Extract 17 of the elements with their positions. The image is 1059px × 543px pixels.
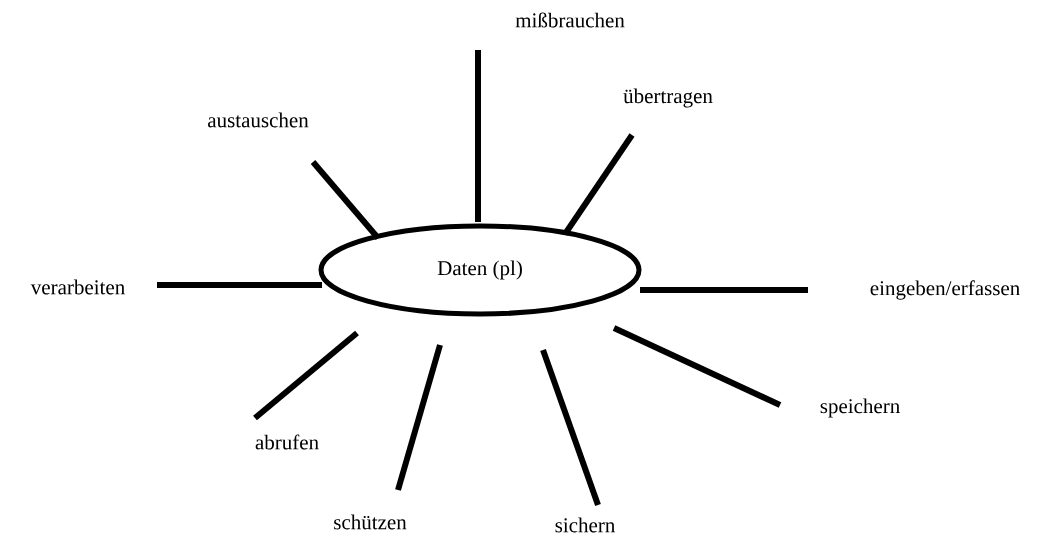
word-label: sichern — [555, 517, 615, 533]
word-label: eingeben/erfassen — [870, 280, 1020, 300]
connector-line — [562, 133, 635, 236]
word-label: verarbeiten — [30, 279, 125, 295]
word-label: übertragen — [623, 88, 713, 108]
word-label: schützen — [334, 514, 407, 530]
connector-line — [612, 325, 782, 408]
connector-line — [157, 282, 322, 288]
word-label: austauschen — [208, 112, 309, 128]
connector-line — [310, 160, 381, 240]
word-label: speichern — [820, 398, 900, 418]
connector-line — [395, 344, 443, 491]
ellipse-node: Daten (pl) — [318, 223, 642, 317]
connector-line — [253, 330, 359, 421]
word-label: abrufen — [255, 434, 319, 450]
word-label: mißbrauchen — [515, 12, 625, 28]
connector-line — [540, 349, 601, 506]
